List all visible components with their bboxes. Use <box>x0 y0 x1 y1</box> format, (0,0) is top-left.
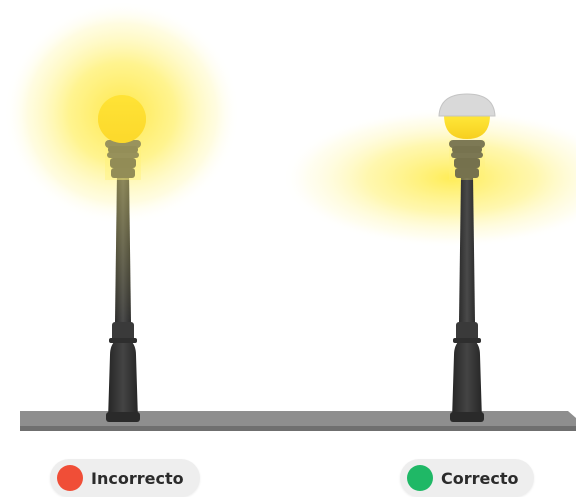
streetlamp-left <box>98 95 146 422</box>
ground-edge <box>20 426 576 431</box>
lamp-pole <box>459 175 475 322</box>
lamp-shade <box>439 94 495 116</box>
incorrect-badge: Incorrecto <box>50 459 200 497</box>
red-dot-icon <box>57 465 83 491</box>
lamp-base <box>108 340 138 420</box>
lamp-base <box>452 340 482 420</box>
light-glow-directed <box>282 108 576 248</box>
green-dot-icon <box>407 465 433 491</box>
correct-badge: Correcto <box>400 459 534 497</box>
incorrect-label: Incorrecto <box>91 469 184 488</box>
correct-label: Correcto <box>441 469 519 488</box>
